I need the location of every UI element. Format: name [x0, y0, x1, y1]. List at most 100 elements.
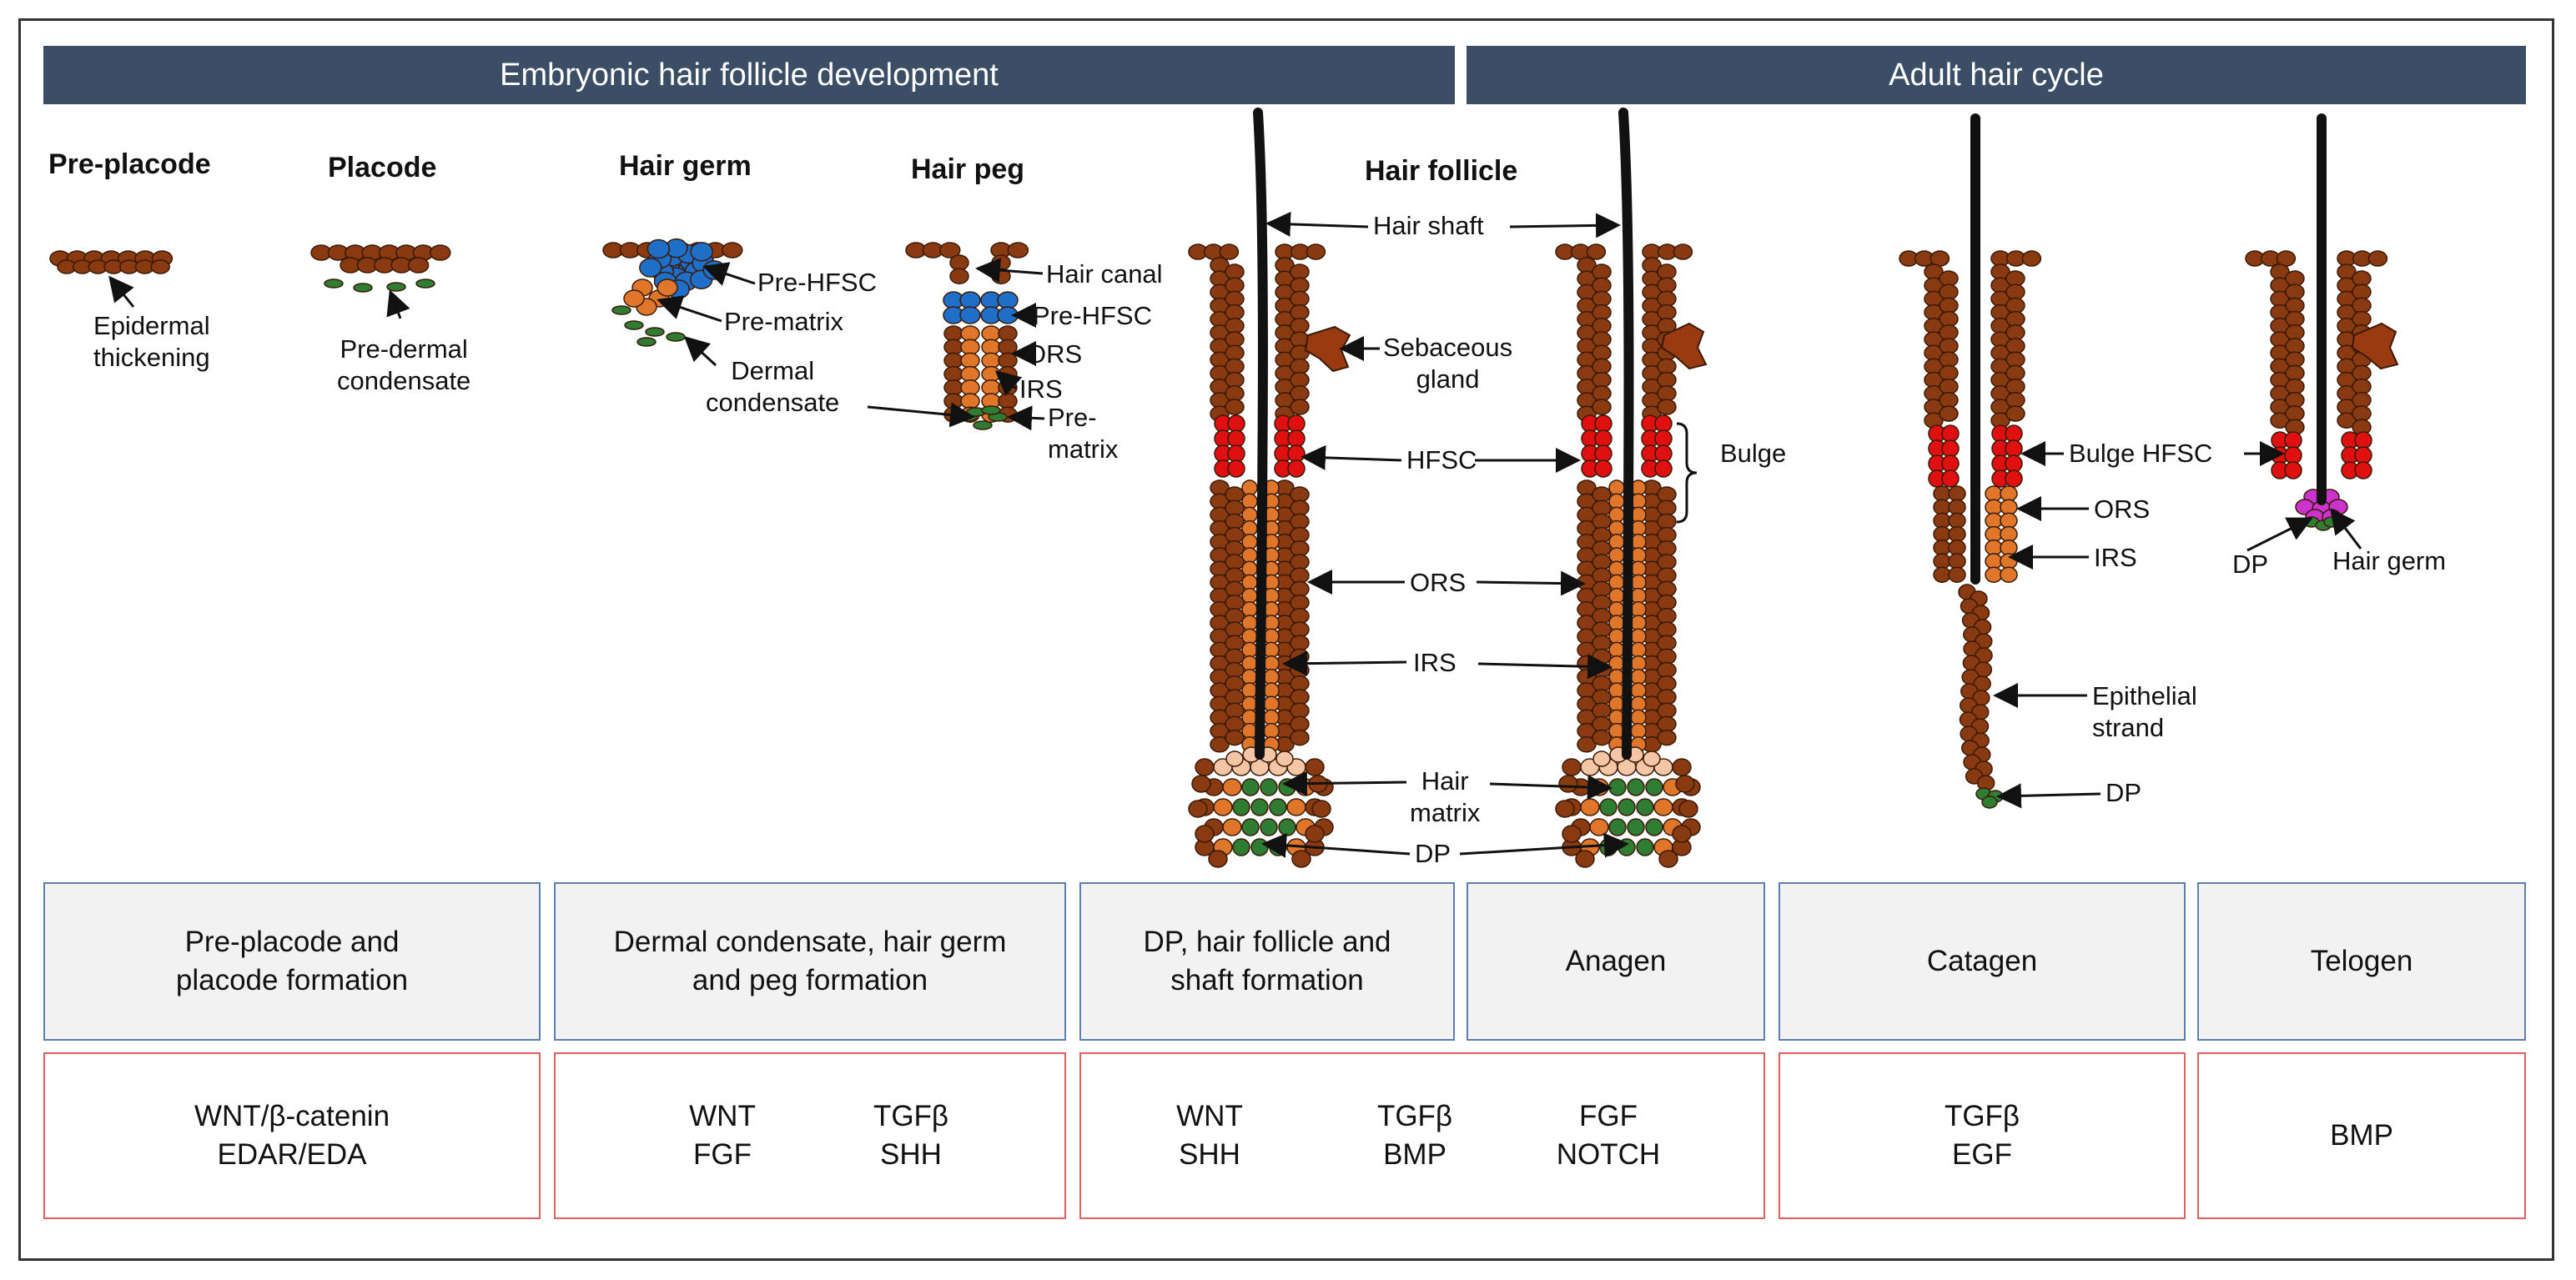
ors-cell: [1577, 736, 1597, 753]
irs-cell: [1985, 499, 2003, 515]
stage-title-placode: Placode: [328, 152, 437, 183]
dp-cell: [1241, 818, 1260, 836]
ors-cell: [2285, 338, 2305, 354]
epidermal-cell: [407, 257, 430, 274]
ors-cell: [1290, 608, 1310, 625]
embryonic-banner: Embryonic hair follicle development: [43, 46, 1455, 104]
arrow-peg-pre-matrix: [1007, 405, 1045, 431]
irs-cell: [1630, 615, 1647, 631]
ors-cell: [2285, 405, 2305, 422]
irs-cell: [1241, 628, 1258, 645]
dp-cell: [1260, 778, 1278, 796]
ors-cell: [1657, 554, 1677, 570]
ors-cell: [1657, 661, 1677, 679]
ors-cell: [2285, 324, 2305, 341]
irs-cell: [981, 339, 1001, 355]
ors-cell: [1225, 331, 1245, 348]
matrix-cell: [1222, 778, 1242, 796]
arrow-dp-right: [1459, 832, 1629, 858]
matrix-cell: [1675, 775, 1695, 793]
epidermal-cell: [1673, 243, 1693, 260]
sebaceous-gland-anagen-1: [1304, 325, 1351, 373]
matrix-cell: [1562, 825, 1582, 843]
ors-cell: [1657, 371, 1677, 389]
pre-matrix-cell: [657, 279, 678, 297]
ors-cell: [1592, 513, 1612, 530]
irs-cell: [2000, 540, 2018, 556]
ors-cell: [2285, 284, 2305, 300]
ors-cell: [1592, 675, 1612, 692]
irs-cell: [1241, 655, 1258, 672]
irs-cell: [1263, 682, 1280, 699]
stage-title-hair-follicle: Hair follicle: [1365, 155, 1518, 187]
cell-layer: [49, 238, 2388, 868]
label-ors: ORS: [1410, 568, 1467, 597]
phase-box-anagen: Anagen: [1467, 882, 1765, 1041]
epidermal-cell: [1007, 242, 1029, 259]
irs-cell: [1630, 560, 1647, 577]
stage-title-hair-germ: Hair germ: [619, 150, 752, 182]
hfsc-cell: [1287, 414, 1306, 433]
matrix-cell: [1672, 758, 1692, 776]
ors-cell: [943, 325, 963, 342]
ors-cell: [1948, 525, 1966, 543]
arrow-layer: [108, 211, 2362, 858]
ors-cell: [1933, 566, 1951, 583]
stage-title-hair-peg: Hair peg: [911, 153, 1025, 185]
hfsc-cell: [1287, 444, 1306, 463]
ors-cell: [1592, 621, 1612, 638]
ors-cell: [1225, 567, 1245, 584]
dermal-condensate-cell: [611, 305, 631, 315]
figure-frame: [18, 18, 2554, 1261]
dermal-condensate-cell: [666, 332, 686, 342]
hfsc-cell: [1654, 444, 1673, 463]
irs-cell: [1608, 534, 1625, 550]
irs-cell: [1985, 566, 2003, 583]
ors-cell: [1657, 648, 1677, 665]
matrix-cell: [1311, 800, 1331, 818]
arrow-hfsc-left: [1301, 444, 1402, 470]
ors-cell: [1657, 702, 1677, 719]
label-catagen-ors: ORS: [2094, 494, 2151, 524]
label-pre-hfsc: Pre-HFSC: [757, 268, 877, 297]
ors-cell: [2285, 351, 2305, 368]
ors-cell: [1939, 378, 1959, 395]
label-peg-pre-hfsc: Pre-HFSC: [1033, 301, 1152, 330]
irs-cell: [1263, 722, 1280, 740]
matrix-cell: [1275, 750, 1294, 767]
irs-cell: [981, 379, 1001, 396]
ors-cell: [1933, 499, 1951, 515]
irs-cell: [1608, 493, 1625, 509]
ors-cell: [1657, 675, 1677, 692]
arrow-irs-left: [1282, 650, 1407, 676]
ors-cell: [1948, 553, 1966, 570]
ors-cell: [1657, 513, 1677, 530]
irs-cell: [1985, 540, 2003, 556]
irs-cell: [1630, 574, 1647, 591]
irs-cell: [1985, 525, 2003, 543]
ors-cell: [1290, 554, 1310, 570]
irs-cell: [960, 379, 980, 396]
pre-hfsc-cell: [690, 242, 713, 262]
hfsc-cell: [1654, 414, 1673, 433]
ors-cell: [1933, 485, 1951, 502]
ors-cell: [1948, 512, 1966, 530]
ors-cell: [2352, 310, 2372, 328]
ors-cell: [1290, 371, 1310, 389]
irs-cell: [1241, 709, 1258, 726]
ors-cell: [1225, 689, 1245, 705]
irs-cell: [2000, 485, 2018, 502]
matrix-cell: [1580, 798, 1600, 816]
ors-cell: [2352, 270, 2372, 287]
ors-cell: [943, 393, 963, 409]
ors-cell: [1592, 729, 1612, 746]
ors-cell: [1592, 661, 1612, 679]
irs-cell: [1985, 512, 2003, 530]
dp-cell: [1618, 838, 1636, 856]
ors-cell: [1290, 264, 1310, 280]
ors-cell: [1290, 702, 1310, 719]
